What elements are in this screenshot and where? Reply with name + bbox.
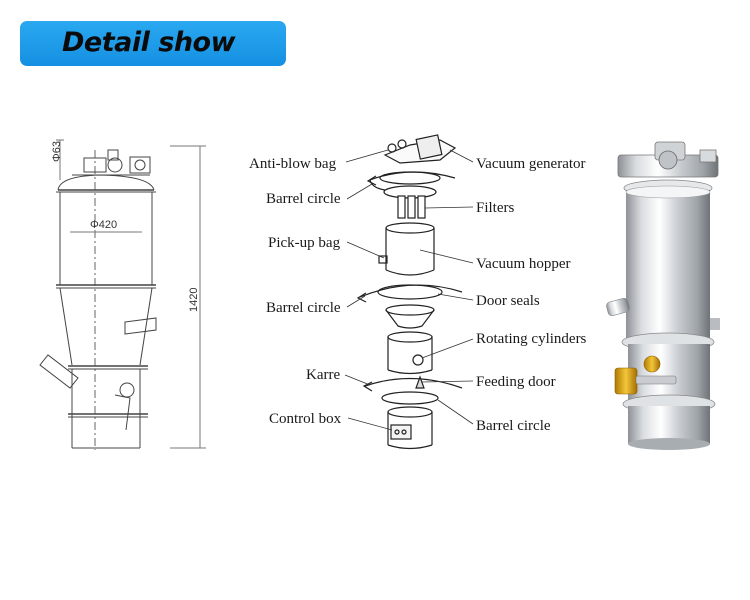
label-barrel-circle-top: Barrel circle [266, 191, 341, 207]
label-barrel-circle-middle: Barrel circle [266, 300, 341, 316]
label-feeding-door: Feeding door [476, 374, 556, 390]
label-filters: Filters [476, 200, 514, 216]
label-control-box: Control box [269, 411, 342, 427]
exploded-view [356, 134, 463, 450]
vacuum-conveyor-photo [606, 141, 720, 450]
technical-drawing [39, 139, 206, 450]
detail-show-banner: Detail show [20, 21, 286, 66]
label-vacuum-generator: Vacuum generator [476, 156, 586, 172]
leader-lines [344, 149, 474, 431]
label-pick-up-bag: Pick-up bag [268, 235, 341, 251]
banner-title: Detail show [62, 27, 236, 58]
label-karre: Karre [306, 367, 340, 383]
label-anti-blow-bag: Anti-blow bag [249, 156, 337, 172]
body-diameter-label: Φ420 [90, 219, 117, 231]
label-door-seals: Door seals [476, 293, 540, 309]
height-dimension-label: 1420 [188, 288, 200, 312]
label-barrel-circle-bottom: Barrel circle [476, 418, 551, 434]
label-rotating-cylinders: Rotating cylinders [476, 331, 587, 347]
label-vacuum-hopper: Vacuum hopper [476, 256, 571, 272]
pipe-diameter-label: Φ63 [51, 141, 63, 162]
